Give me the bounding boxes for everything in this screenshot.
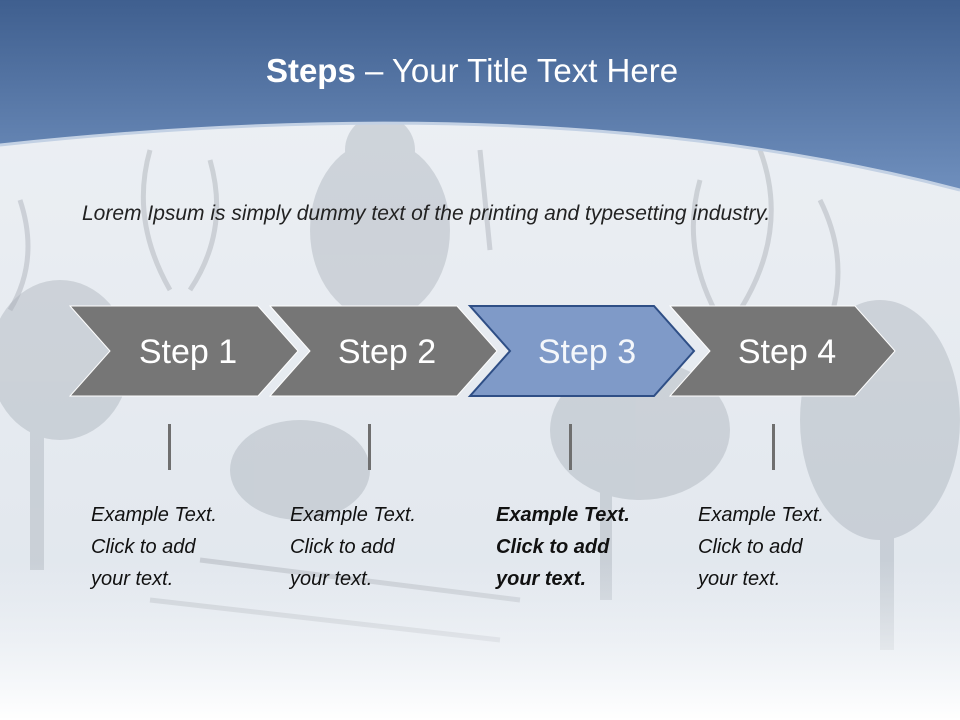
- step-1-caption[interactable]: Example Text. Click to add your text.: [91, 504, 217, 590]
- step-1-shape: [68, 305, 299, 397]
- step-3-connector: [569, 424, 572, 470]
- step-3-label: Step 3: [538, 333, 636, 371]
- step-2-caption[interactable]: Example Text. Click to add your text.: [290, 504, 416, 590]
- step-3-caption[interactable]: Example Text. Click to add your text.: [496, 504, 630, 590]
- step-4-connector: [772, 424, 775, 470]
- step-2-arrow[interactable]: Step 2: [268, 305, 498, 397]
- step-2-connector: [368, 424, 371, 470]
- slide-title: Steps – Your Title Text Here: [0, 52, 944, 90]
- step-4-label: Step 4: [738, 333, 836, 371]
- step-4-arrow[interactable]: Step 4: [668, 305, 896, 397]
- title-rest: – Your Title Text Here: [355, 52, 679, 89]
- step-3-arrow[interactable]: Step 3: [467, 305, 696, 397]
- intro-text: Lorem Ipsum is simply dummy text of the …: [82, 202, 771, 225]
- step-4-caption[interactable]: Example Text. Click to add your text.: [698, 504, 824, 590]
- step-1-arrow[interactable]: Step 1: [68, 305, 299, 397]
- step-4-shape: [668, 305, 896, 397]
- step-2-label: Step 2: [338, 333, 436, 371]
- title-strong: Steps: [265, 52, 356, 89]
- step-1-connector: [168, 424, 171, 470]
- step-1-label: Step 1: [139, 333, 237, 371]
- step-2-shape: [268, 305, 498, 397]
- step-3-shape: [467, 305, 696, 397]
